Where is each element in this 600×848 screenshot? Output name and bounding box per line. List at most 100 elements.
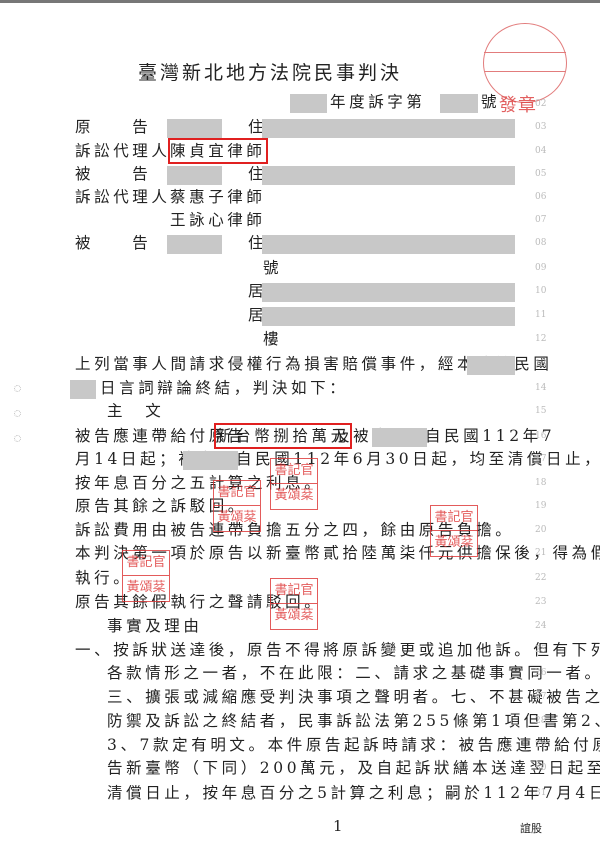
line-text: 三、擴張或減縮應受判決事項之聲明者。七、不甚礙被告之: [107, 688, 600, 706]
redaction: [262, 163, 515, 185]
line-text: 被告應連帶給付原告: [75, 427, 247, 445]
line-text: 被 告: [75, 234, 152, 252]
line-number: 10: [535, 286, 547, 296]
line-number: 24: [535, 621, 547, 631]
line-text: 原告其餘之訴駁回。: [75, 497, 247, 515]
stamp-text: 發章: [499, 95, 537, 116]
line-text: 主 文: [107, 402, 165, 420]
line-number: 16: [535, 431, 547, 441]
redaction: [262, 232, 515, 254]
highlighted-text: 陳貞宜律師: [168, 138, 268, 164]
line-number: 04: [535, 146, 547, 156]
line-number: 21: [535, 548, 547, 558]
document-title: 臺灣新北地方法院民事判決: [137, 62, 402, 84]
court-round-stamp: [483, 23, 567, 103]
line-text: 王詠心律師: [170, 211, 266, 229]
redacted-box: [262, 282, 515, 302]
line-text: 告新臺幣（下同）200萬元，及自起訴狀繕本送達翌日起至: [107, 759, 600, 777]
line-text: 自民國112年6月30日起，均至清償日止，: [236, 450, 600, 468]
line-text: 各款情形之一者，不在此限：二、請求之基礎事實同一者。: [107, 664, 600, 682]
line-text: 執行。: [75, 569, 133, 587]
line-text: 一、按訴狀送達後，原告不得將原訴變更或追加他訴。但有下列: [75, 641, 600, 659]
case-suffix: 年度訴字第: [330, 93, 426, 111]
redacted-box: [262, 234, 515, 254]
punch-hole: [14, 410, 21, 417]
line-text: 住: [248, 234, 268, 252]
redacted-box: [262, 118, 515, 138]
clerk-stamp: 書記官黃頌棻: [270, 578, 318, 630]
clerk-stamp: 書記官黃頌棻: [122, 550, 170, 602]
line-number: 25: [535, 645, 547, 655]
line-number: 27: [535, 692, 547, 702]
line-number: 15: [535, 406, 547, 416]
scan-edge: [0, 0, 600, 3]
line-number: 09: [535, 263, 547, 273]
line-number: 05: [535, 169, 547, 179]
clerk-stamp: 書記官黃頌棻: [213, 480, 261, 532]
clerk-stamp: 書記官黃頌棻: [430, 505, 478, 557]
line-number: 03: [535, 122, 547, 132]
line-number: 23: [535, 597, 547, 607]
line-number: 13: [535, 359, 547, 369]
line-number: 11: [535, 310, 547, 320]
line-number: 06: [535, 192, 547, 202]
redaction: [372, 425, 427, 447]
redaction: [262, 304, 515, 326]
redacted-box: [372, 427, 427, 447]
line-text: 訴訟費用由被告連帶負擔五分之四，餘由原告負擔。: [75, 521, 515, 539]
page-number: 1: [333, 817, 343, 835]
case-end: 號: [481, 93, 501, 111]
line-text: 訴訟代理人: [75, 142, 171, 160]
redacted-box: [467, 355, 515, 375]
line-text: 居: [248, 282, 268, 300]
redaction: [70, 377, 96, 399]
line-number: 18: [535, 478, 547, 488]
line-text: 住: [248, 165, 268, 183]
highlighted-text: 新台幣捌拾萬元: [214, 423, 352, 449]
redacted-box: [290, 93, 327, 113]
redaction: [167, 116, 222, 138]
line-text: 3、7款定有明文。本件原告起訴時請求：被告應連帶給付原: [107, 736, 600, 754]
line-text: 自民國112年7: [425, 427, 556, 445]
redacted-box: [167, 118, 222, 138]
redacted-box: [167, 165, 222, 185]
line-text: 事實及理由: [107, 617, 203, 635]
line-text: 樓: [263, 330, 283, 348]
punch-hole: [14, 385, 21, 392]
redacted-box: [262, 306, 515, 326]
line-number: 30: [535, 763, 547, 773]
line-text: 號: [263, 259, 283, 277]
redacted-box: [262, 165, 515, 185]
line-text: 日言詞辯論終結，判決如下：: [100, 379, 349, 397]
line-text: 本判決第一項於原告以新臺幣貳拾陸萬柒仟元供擔保後，得為假: [75, 544, 600, 562]
line-text: 蔡惠子律師: [170, 188, 266, 206]
clerk-stamp: 書記官黃頌棻: [270, 458, 318, 510]
line-number: 14: [535, 383, 547, 393]
redacted-box: [167, 234, 222, 254]
line-number: 26: [535, 668, 547, 678]
redaction: [467, 353, 515, 375]
line-number: 17: [535, 454, 547, 464]
line-number: 29: [535, 740, 547, 750]
redaction: [167, 232, 222, 254]
redaction: [262, 116, 515, 138]
line-text: 原告其餘假執行之聲請駁回。: [75, 593, 324, 611]
redaction: [183, 448, 238, 470]
line-text: 清償日止，按年息百分之5計算之利息；嗣於112年7月4日變: [107, 784, 600, 802]
punch-hole: [14, 435, 21, 442]
redaction: [262, 280, 515, 302]
redacted-box: [183, 450, 238, 470]
line-text: 按年息百分之五計算之利息。: [75, 474, 324, 492]
line-number: 22: [535, 573, 547, 583]
redacted-box: [440, 93, 478, 113]
line-number: 02: [535, 99, 547, 109]
line-number: 19: [535, 501, 547, 511]
line-text: 住: [248, 118, 268, 136]
footer-division: 誼股: [520, 822, 542, 835]
line-number: 20: [535, 525, 547, 535]
line-text: 防禦及訴訟之終結者，民事訴訟法第255條第1項但書第2、: [107, 712, 600, 730]
line-text: 居: [248, 306, 268, 324]
redaction: [167, 163, 222, 185]
line-number: 08: [535, 238, 547, 248]
line-number: 28: [535, 716, 547, 726]
